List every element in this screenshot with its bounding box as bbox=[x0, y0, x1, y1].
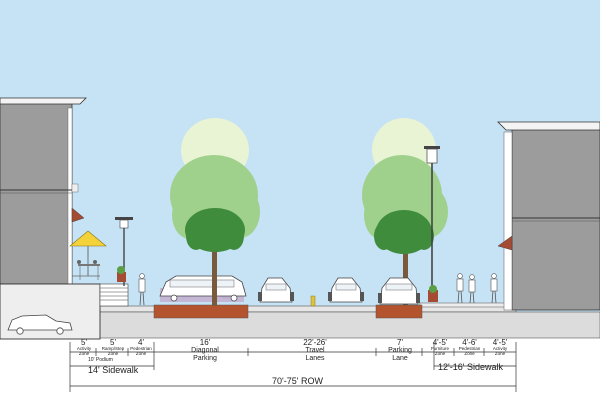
dim-parking-lane: 7' Parking Lane bbox=[380, 338, 420, 362]
row-total-label: 70'-75' ROW bbox=[272, 376, 323, 386]
dim-value: 4'-5' bbox=[492, 338, 508, 347]
dim-sub: Zone bbox=[494, 351, 506, 357]
garage-car-icon bbox=[7, 314, 73, 331]
dim-left-pedestrian: 4' Pedestrian Zone bbox=[128, 338, 154, 357]
dim-label: Activity bbox=[492, 346, 508, 352]
sky bbox=[0, 0, 600, 312]
cafe-umbrella-icon bbox=[69, 230, 107, 280]
right-tree-icon bbox=[362, 118, 448, 306]
dim-label: Diagonal bbox=[191, 347, 219, 355]
dim-diagonal-parking: 16' Diagonal Parking bbox=[180, 338, 230, 362]
podium-note: 10' Podium bbox=[88, 357, 113, 363]
dim-right-furniture: 4'-5' Furniture Zone bbox=[426, 338, 454, 357]
dim-label: Parking bbox=[388, 347, 412, 355]
right-building bbox=[497, 121, 600, 311]
dim-left-activity: 5' Activity Zone bbox=[72, 338, 96, 357]
center-line-marker-icon bbox=[310, 295, 316, 307]
dim-value: 7' bbox=[397, 338, 403, 347]
dim-right-activity: 4'-5' Activity Zone bbox=[486, 338, 514, 357]
dim-left-ramp: 5' Ramp/Step Zone bbox=[98, 338, 128, 357]
travel-lane-car-right-icon bbox=[328, 277, 364, 303]
dim-travel-lanes: 22'-26' Travel Lanes bbox=[290, 338, 340, 362]
right-awning bbox=[497, 235, 513, 251]
dim-sub: Lanes bbox=[305, 354, 325, 362]
dim-value: 4'-6' bbox=[462, 338, 477, 347]
dim-value: 5' bbox=[110, 338, 116, 347]
planter-box-icon bbox=[117, 266, 126, 282]
dim-label: Activity bbox=[76, 346, 92, 352]
left-tree-icon bbox=[170, 118, 260, 306]
dim-sub: Lane bbox=[392, 354, 408, 362]
dim-value: 4' bbox=[138, 338, 144, 347]
right-sidewalk-label: 12'-16' Sidewalk bbox=[438, 362, 503, 372]
dim-sub: Pedestrian Zone bbox=[130, 346, 152, 357]
left-awning bbox=[71, 207, 85, 223]
dim-value: 16' bbox=[199, 338, 211, 347]
dim-value: 4'-5' bbox=[432, 338, 448, 347]
right-planter bbox=[375, 304, 423, 319]
dimension-lines bbox=[69, 342, 517, 392]
entry-steps bbox=[99, 283, 129, 307]
travel-lane-car-left-icon bbox=[258, 277, 294, 303]
dim-sub: Ramp/Step Zone bbox=[101, 346, 125, 357]
parking-garage bbox=[0, 283, 101, 340]
right-pedestrians-icon bbox=[456, 273, 498, 304]
dim-sub: Pedestrian Zone bbox=[458, 346, 481, 357]
dim-sub: Parking bbox=[193, 354, 217, 362]
left-pedestrian-icon bbox=[138, 273, 146, 306]
dim-value: 22'-26' bbox=[303, 338, 327, 347]
dim-value: 5' bbox=[81, 338, 87, 347]
diagonal-parked-car-icon bbox=[159, 275, 247, 302]
right-sidewalk-curb bbox=[419, 302, 517, 308]
left-sidewalk-label: 14' Sidewalk bbox=[88, 365, 139, 375]
dim-right-pedestrian: 4'-6' Pedestrian Zone bbox=[455, 338, 484, 357]
right-street-lamp-icon bbox=[424, 146, 440, 302]
dim-sub: Furniture Zone bbox=[430, 346, 449, 357]
parallel-parked-car-icon bbox=[378, 277, 420, 305]
dim-label: Travel bbox=[305, 347, 325, 355]
dim-sub: Zone bbox=[78, 351, 90, 357]
left-planter bbox=[153, 304, 249, 319]
